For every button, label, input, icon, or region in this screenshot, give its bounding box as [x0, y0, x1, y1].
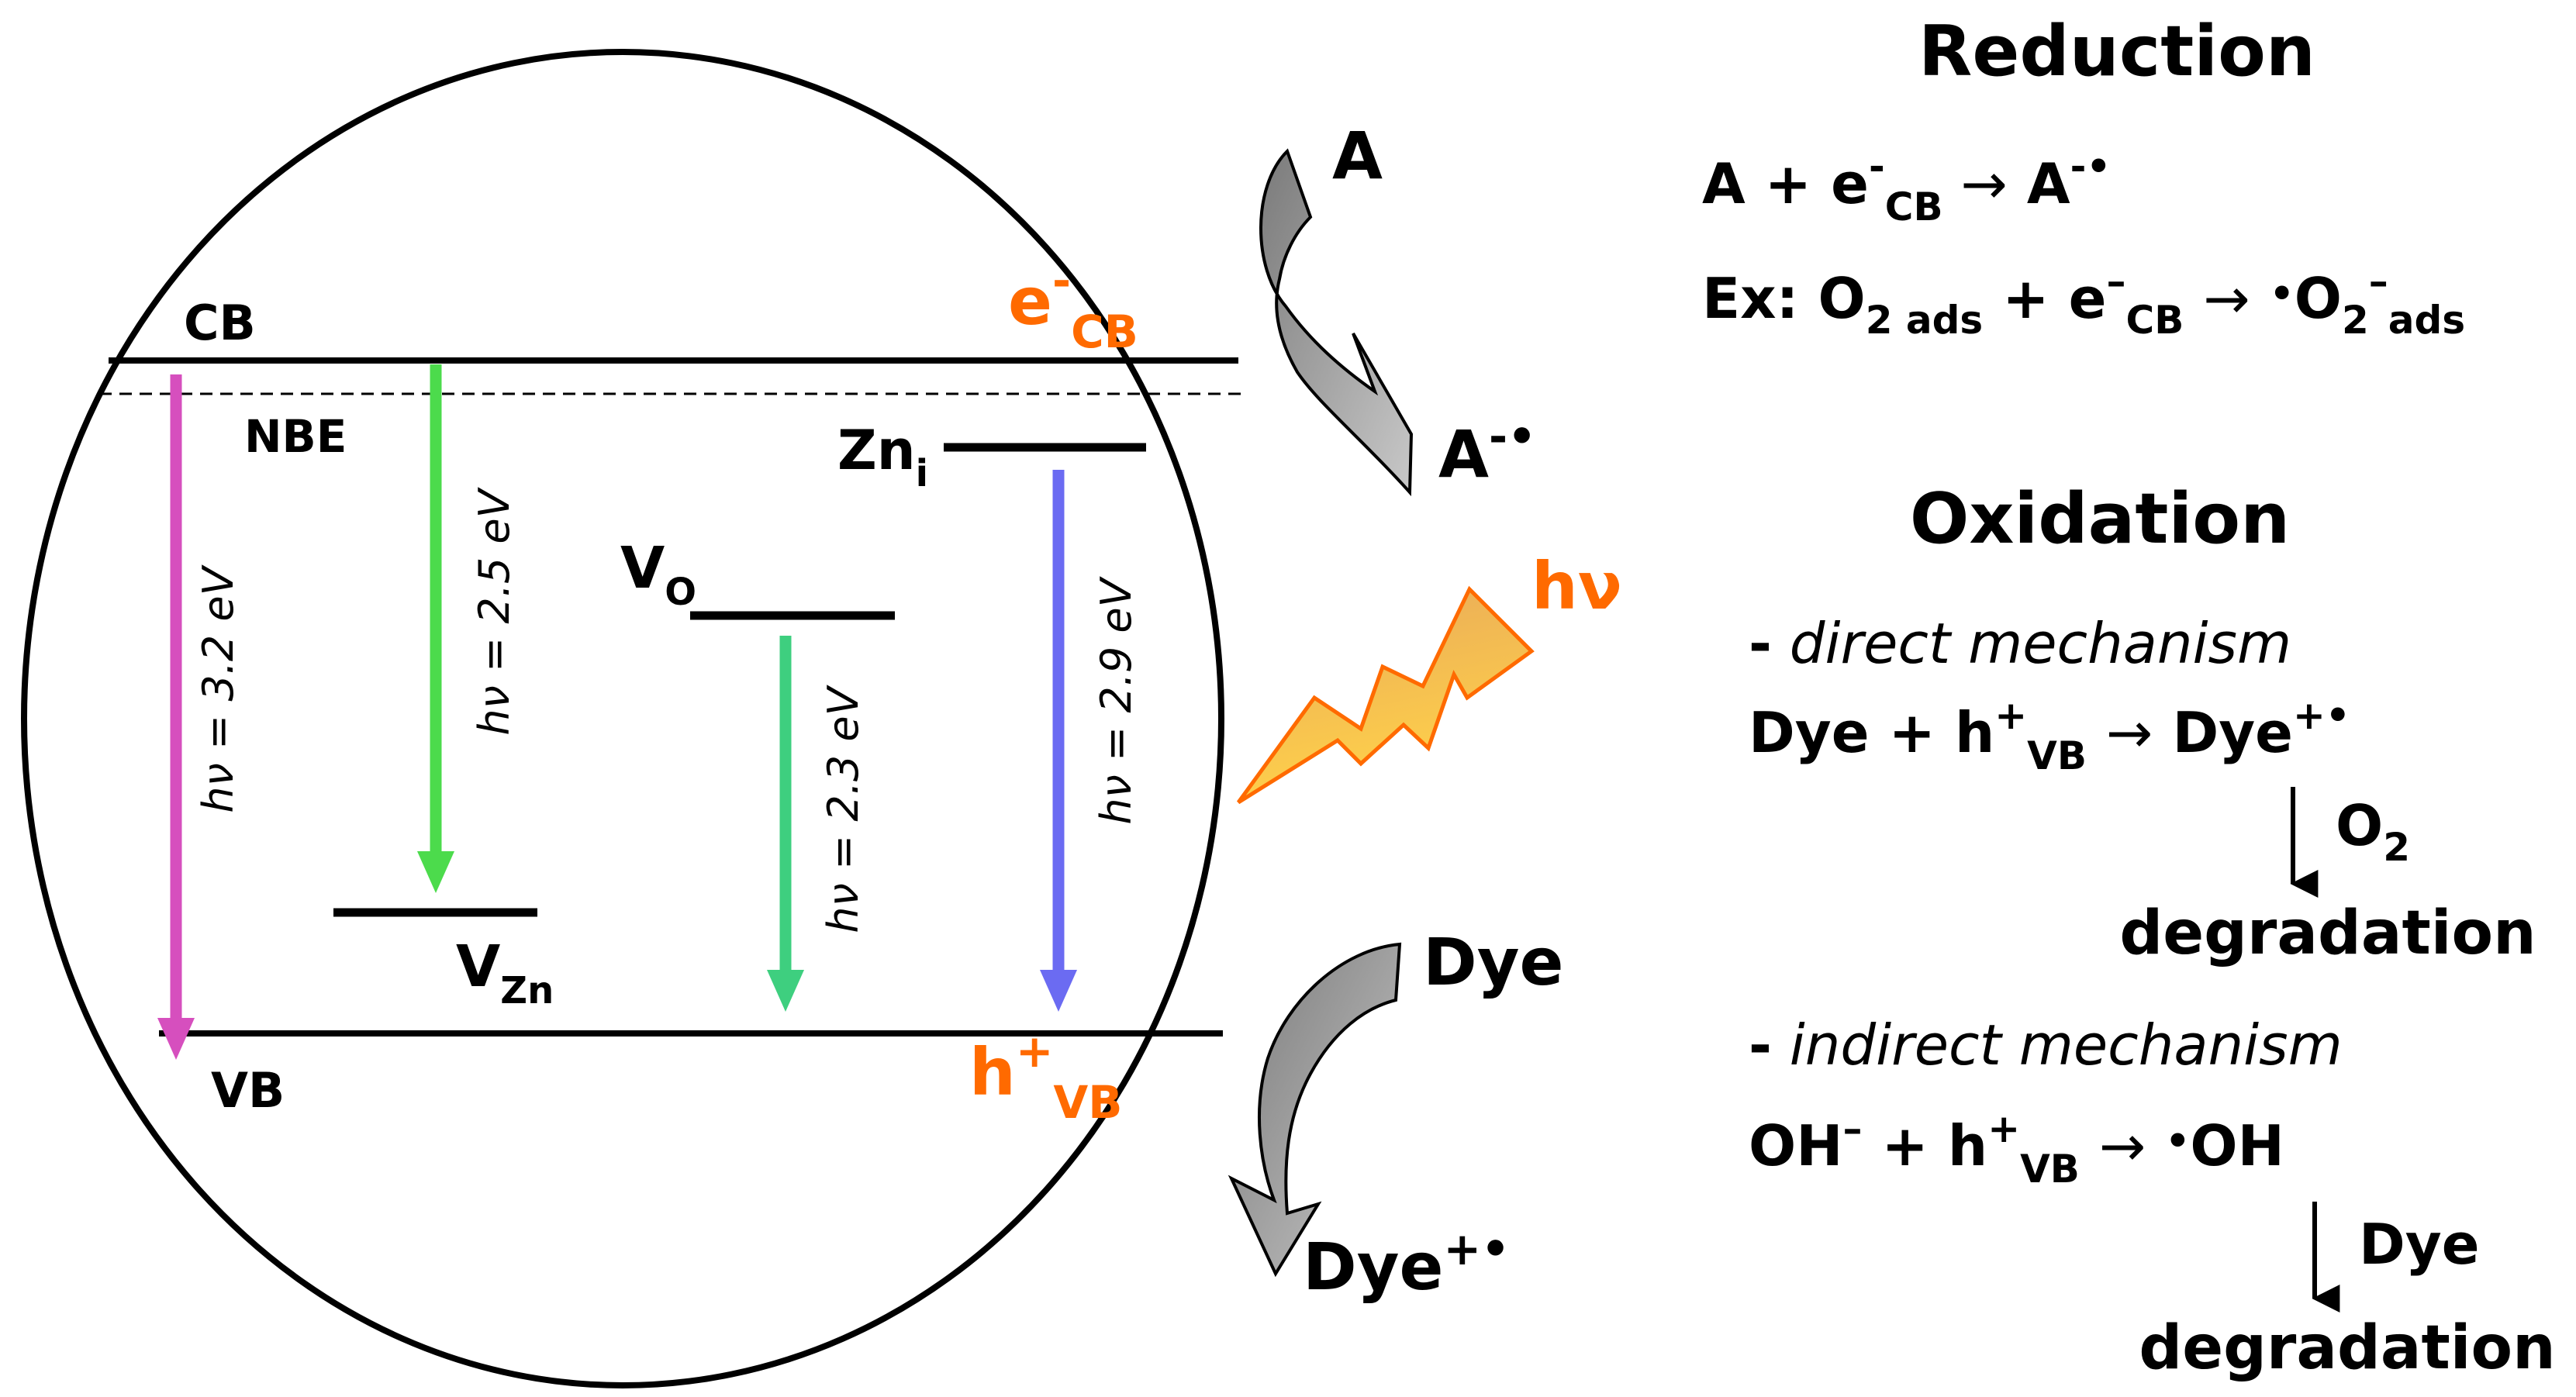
transition-label-2-5: hν = 2.5 eV [470, 486, 519, 735]
acceptor-label: A [1332, 118, 1383, 194]
direct-mechanism-heading: - direct mechanism [1749, 611, 2291, 676]
transition-label-2-9: hν = 2.9 eV [1092, 575, 1141, 824]
indirect-degradation: degradation [2139, 1313, 2555, 1383]
reduction-equation-1: A + e-CB → A-• [1702, 144, 2111, 229]
v-o-label: VO [620, 535, 696, 614]
direct-degradation: degradation [2119, 899, 2536, 968]
indirect-equation: OH– + h+VB → •OH [1749, 1106, 2284, 1192]
indirect-reagent-dye: Dye [2359, 1212, 2480, 1277]
dye-label: Dye [1423, 924, 1563, 1000]
curved-arrow-dye [1228, 942, 1402, 1278]
lightning-bolt-icon [1236, 585, 1535, 805]
cb-label: CB [184, 295, 256, 351]
transition-label-2-3: hν = 2.3 eV [819, 684, 868, 933]
direct-reagent-o2: O2 [2336, 793, 2410, 870]
transition-label-3-2: hν = 3.2 eV [194, 564, 243, 812]
e-cb-label: e-CB [1008, 254, 1138, 358]
transition-arrow-2-3 [767, 636, 804, 1012]
v-zn-label: VZn [456, 933, 554, 1012]
transition-arrow-2-9 [1040, 470, 1077, 1012]
vb-label: VB [211, 1062, 285, 1119]
reduction-title: Reduction [1918, 11, 2315, 92]
nbe-label: NBE [244, 410, 347, 463]
transition-arrow-3-2 [157, 374, 195, 1060]
hv-label: hν [1531, 548, 1622, 624]
dye-radical-label: Dye+• [1303, 1223, 1510, 1305]
acceptor-radical-label: A-• [1438, 410, 1536, 492]
zn-i-label: Zni [837, 419, 928, 495]
indirect-mechanism-heading: - indirect mechanism [1749, 1012, 2343, 1078]
transition-arrow-2-5 [417, 364, 454, 893]
reduction-equation-2: Ex: O2 ads + e–CB → •O2–ads [1702, 259, 2465, 343]
oxidation-title: Oxidation [1910, 478, 2290, 560]
curved-arrow-acceptor [1259, 148, 1414, 497]
direct-equation: Dye + h+VB → Dye+• [1749, 693, 2350, 778]
h-vb-label: h+VB [969, 1025, 1123, 1129]
particle-circle [21, 49, 1224, 1388]
